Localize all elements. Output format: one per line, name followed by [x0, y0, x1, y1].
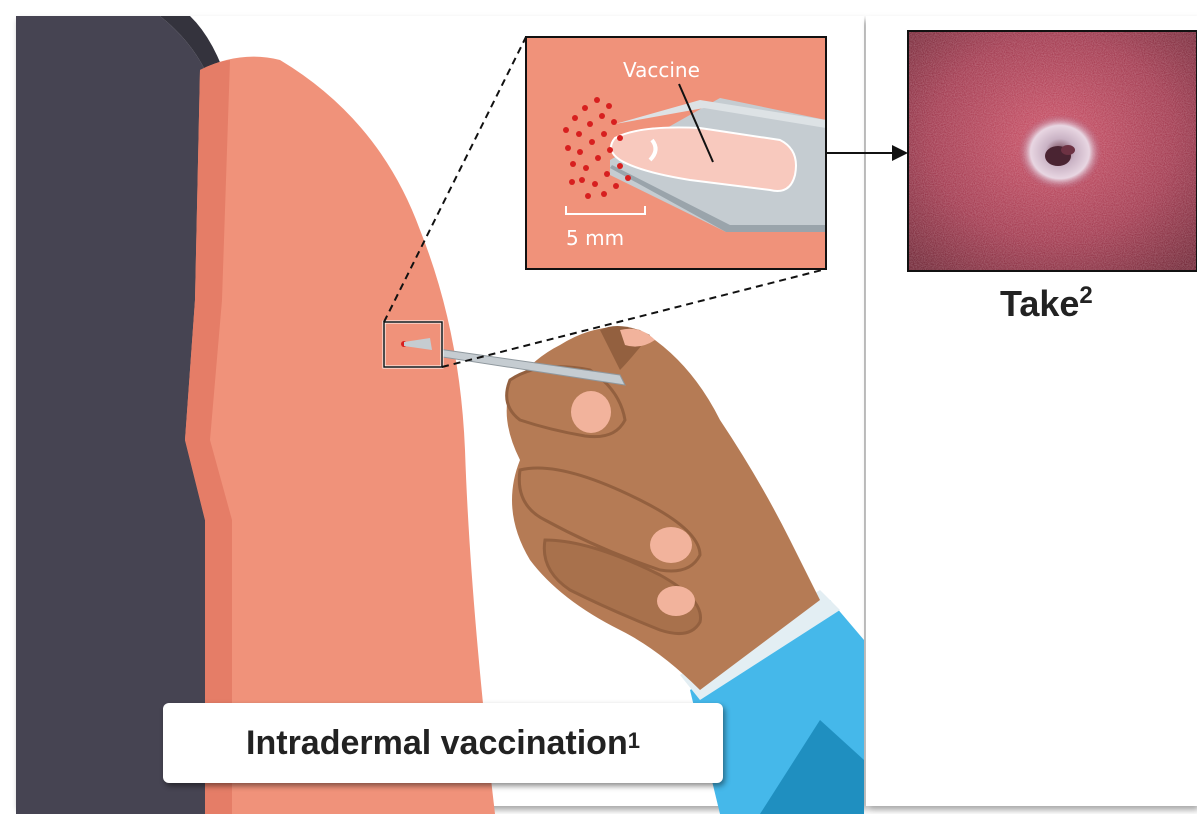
sleeve	[16, 16, 215, 814]
vaccine-label: Vaccine	[623, 58, 700, 82]
nail-thumb	[571, 391, 611, 433]
nail-index	[650, 527, 692, 563]
zoom-inset: Vaccine 5 mm	[526, 37, 826, 269]
scale-label: 5 mm	[566, 226, 624, 250]
take-label: Take2	[1000, 282, 1093, 325]
label-footnote: 1	[628, 728, 640, 754]
label-text: Intradermal vaccination	[246, 724, 628, 763]
arrow-right-icon	[826, 145, 908, 161]
take-text: Take	[1000, 283, 1079, 324]
take-photo	[908, 31, 1197, 271]
injection-site	[384, 322, 442, 367]
nail-middle	[657, 586, 695, 616]
take-footnote: 2	[1079, 282, 1092, 309]
